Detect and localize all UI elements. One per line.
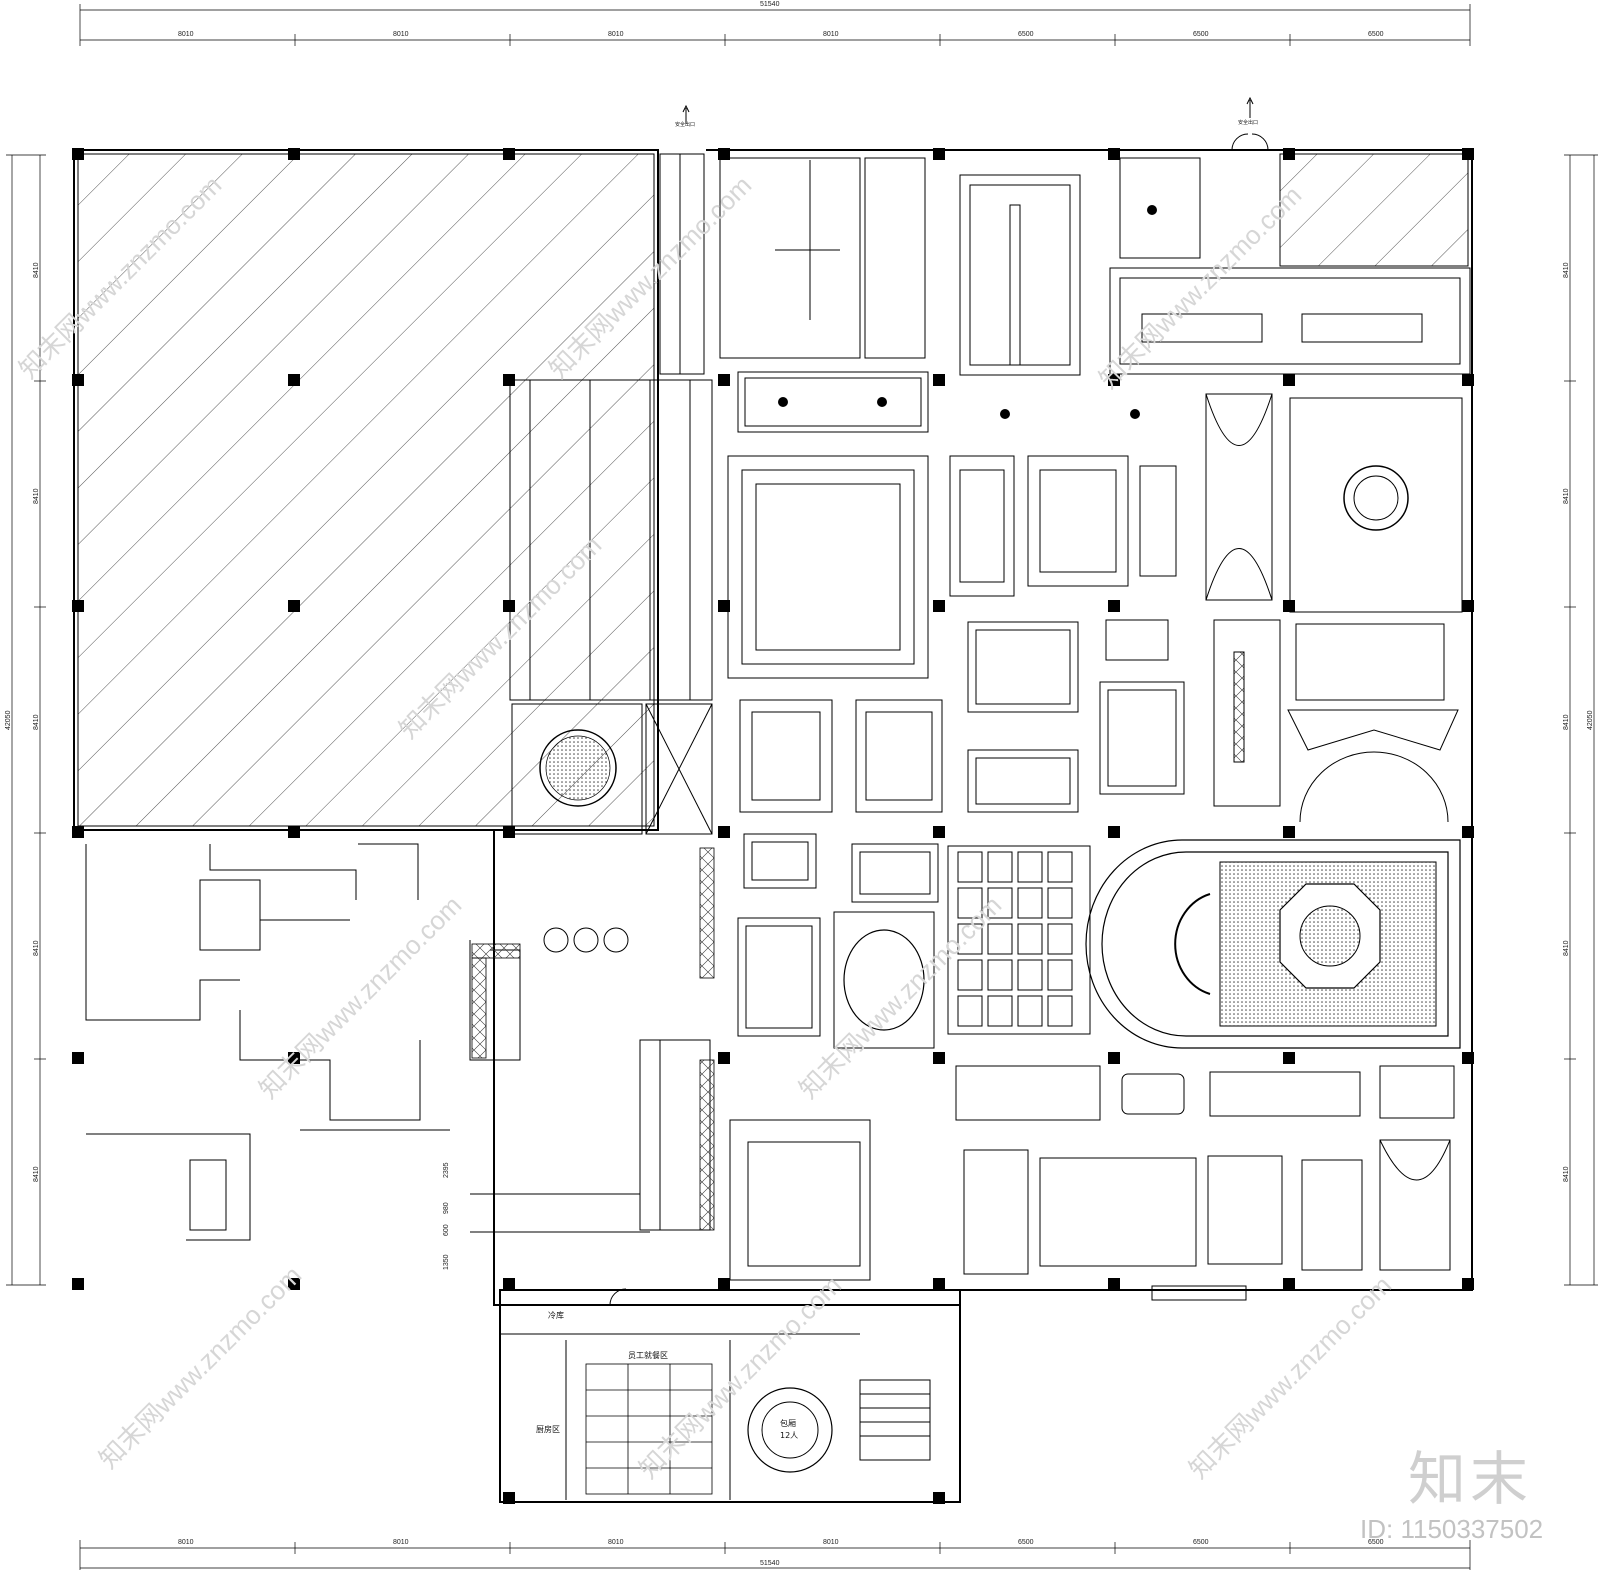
round-fixtures — [543, 927, 629, 953]
coffered-ceiling-grid — [947, 845, 1091, 1035]
label-private-room-seats: 12人 — [780, 1431, 798, 1440]
dim-top-seg-7: 6500 — [1368, 31, 1384, 38]
dim-left-seg-2: 8410 — [33, 488, 40, 504]
dim-right-overall: 42050 — [1587, 710, 1594, 730]
dim-right-seg-1: 8410 — [1563, 262, 1570, 278]
watermark-9: 知末网www.znzmo.com — [1183, 1270, 1397, 1484]
hatched-zone-east — [1279, 153, 1469, 267]
ceiling-panels-center — [727, 455, 1185, 1049]
dim-top-seg-5: 6500 — [1018, 31, 1034, 38]
dim-left-seg-5: 8410 — [33, 1166, 40, 1182]
exit-markers — [682, 96, 1269, 151]
dim-right-seg-3: 8410 — [1563, 714, 1570, 730]
watermark-brand: 知末 — [1408, 1445, 1533, 1513]
ceiling-lights — [778, 205, 1157, 419]
dimension-right — [1564, 154, 1598, 1286]
counter-xhatch-3 — [699, 847, 715, 979]
dim-left-seg-3: 8410 — [33, 714, 40, 730]
dim-right-seg-2: 8410 — [1563, 488, 1570, 504]
label-cold-storage: 冷库 — [548, 1310, 564, 1320]
watermark-id: ID: 1150337502 — [1360, 1514, 1544, 1544]
dim-misc-4: 1350 — [443, 1254, 450, 1270]
banquet-hall-ceiling — [1085, 839, 1461, 1049]
dimension-bottom — [79, 1540, 1471, 1570]
watermark-6: 知末网www.znzmo.com — [793, 890, 1007, 1104]
dimension-left — [6, 154, 46, 1286]
private-room-table — [747, 1387, 833, 1473]
round-skylight-grille — [545, 735, 611, 801]
watermark-5: 知末网www.znzmo.com — [253, 890, 467, 1104]
dim-bottom-seg-5: 6500 — [1018, 1539, 1034, 1546]
dim-bottom-seg-1: 8010 — [178, 1539, 194, 1546]
label-private-room: 包厢 — [780, 1418, 796, 1428]
exit-label-2: 安全出口 — [1238, 119, 1258, 126]
dim-bottom-seg-6: 6500 — [1193, 1539, 1209, 1546]
exit-label-1: 安全出口 — [675, 121, 695, 128]
dim-misc-2: 980 — [443, 1202, 450, 1214]
watermark-7: 知末网www.znzmo.com — [93, 1260, 307, 1474]
dim-right-seg-4: 8410 — [1563, 940, 1570, 956]
columns — [72, 148, 1474, 1504]
east-round-chandelier-inner — [1353, 475, 1399, 521]
central-west-strip — [509, 379, 713, 835]
north-ceiling-zones — [659, 153, 1471, 433]
dim-bottom-overall: 51540 — [760, 1560, 780, 1567]
dim-bottom-seg-3: 8010 — [608, 1539, 624, 1546]
counter-xhatch-1 — [471, 943, 521, 959]
dim-left-overall: 42050 — [5, 710, 12, 730]
counter-xhatch-2 — [471, 957, 487, 1059]
oval-ceiling-panel — [843, 929, 925, 1031]
watermark-8: 知末网www.znzmo.com — [633, 1270, 847, 1484]
dim-misc-3: 600 — [443, 1224, 450, 1236]
dim-misc-1: 2395 — [443, 1162, 450, 1178]
dim-bottom-seg-4: 8010 — [823, 1539, 839, 1546]
dimension-top — [79, 4, 1471, 46]
east-round-chandelier-outer — [1343, 465, 1409, 531]
round-skylight — [539, 729, 617, 807]
banquet-chandelier — [1299, 905, 1361, 967]
label-staff-dining: 员工就餐区 — [628, 1350, 668, 1360]
dim-bottom-seg-2: 8010 — [393, 1539, 409, 1546]
dim-top-seg-1: 8010 — [178, 31, 194, 38]
dim-left-seg-4: 8410 — [33, 940, 40, 956]
dim-top-seg-6: 6500 — [1193, 31, 1209, 38]
dim-bottom-seg-7: 6500 — [1368, 1539, 1384, 1546]
dim-right-seg-5: 8410 — [1563, 1166, 1570, 1182]
west-rooms — [85, 843, 711, 1241]
dim-left-seg-1: 8410 — [33, 262, 40, 278]
hatched-zone-west — [77, 153, 655, 827]
dim-top-seg-2: 8010 — [393, 31, 409, 38]
dim-top-seg-3: 8010 — [608, 31, 624, 38]
counter-xhatch-4 — [699, 1059, 715, 1231]
south-annex — [500, 1288, 931, 1500]
ceiling-panels-south — [729, 1065, 1363, 1301]
dim-top-overall: 51540 — [760, 1, 780, 8]
private-room-table-inner — [761, 1401, 819, 1459]
dim-top-seg-4: 8010 — [823, 31, 839, 38]
label-kitchen: 厨房区 — [536, 1424, 560, 1434]
ceiling-panels-east — [1121, 393, 1463, 1271]
staff-tables — [585, 1363, 713, 1495]
